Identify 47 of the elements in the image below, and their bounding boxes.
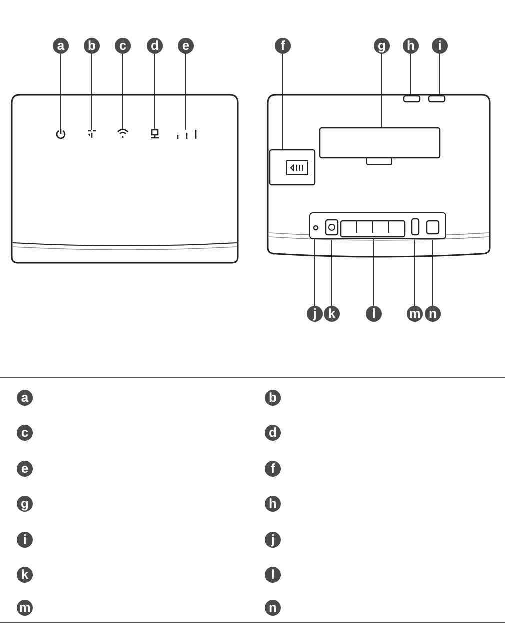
leader-line	[122, 54, 124, 130]
network-icon	[150, 129, 160, 139]
callout-letter: j	[265, 532, 281, 548]
lan-ports	[340, 220, 406, 238]
callout-letter: a	[17, 390, 33, 406]
indicator-icon	[87, 130, 97, 139]
callout-letter: g	[374, 38, 390, 54]
callout-letter: k	[324, 306, 340, 322]
callout-letter: h	[403, 38, 419, 54]
callout-letter: m	[17, 600, 33, 616]
label-panel	[319, 127, 441, 166]
wifi-icon	[117, 128, 129, 139]
callout-letter: l	[366, 306, 382, 322]
callout-letter: l	[265, 567, 281, 583]
callout-letter: e	[17, 461, 33, 477]
leader-line	[410, 54, 412, 96]
callout-letter: d	[147, 38, 163, 54]
cover-flap	[269, 149, 316, 186]
callout-letter: e	[178, 38, 194, 54]
callout-letter: n	[265, 600, 281, 616]
button	[428, 95, 446, 103]
phone-port	[426, 220, 440, 235]
power-icon	[56, 128, 66, 140]
callout-letter: b	[265, 390, 281, 406]
callout-letter: h	[265, 496, 281, 512]
leader-line	[282, 54, 284, 150]
leader-line	[154, 54, 156, 130]
callout-letter: i	[432, 38, 448, 54]
callout-letter: c	[115, 38, 131, 54]
callout-letter: i	[17, 532, 33, 548]
callout-letter: m	[407, 306, 423, 322]
callout-letter: a	[53, 38, 69, 54]
usb-port	[411, 218, 420, 236]
leader-line	[60, 54, 62, 130]
power-jack	[325, 219, 339, 236]
callout-letter: c	[17, 425, 33, 441]
callout-letter: n	[425, 306, 441, 322]
reset-hole	[313, 225, 319, 231]
callout-letter: j	[307, 306, 323, 322]
button	[403, 95, 421, 103]
callout-letter: f	[265, 461, 281, 477]
callout-letter: g	[17, 496, 33, 512]
callout-letter: b	[84, 38, 100, 54]
callout-letter: f	[275, 38, 291, 54]
signal-icon	[177, 129, 197, 140]
callout-letter: k	[17, 567, 33, 583]
callout-letter: d	[265, 425, 281, 441]
